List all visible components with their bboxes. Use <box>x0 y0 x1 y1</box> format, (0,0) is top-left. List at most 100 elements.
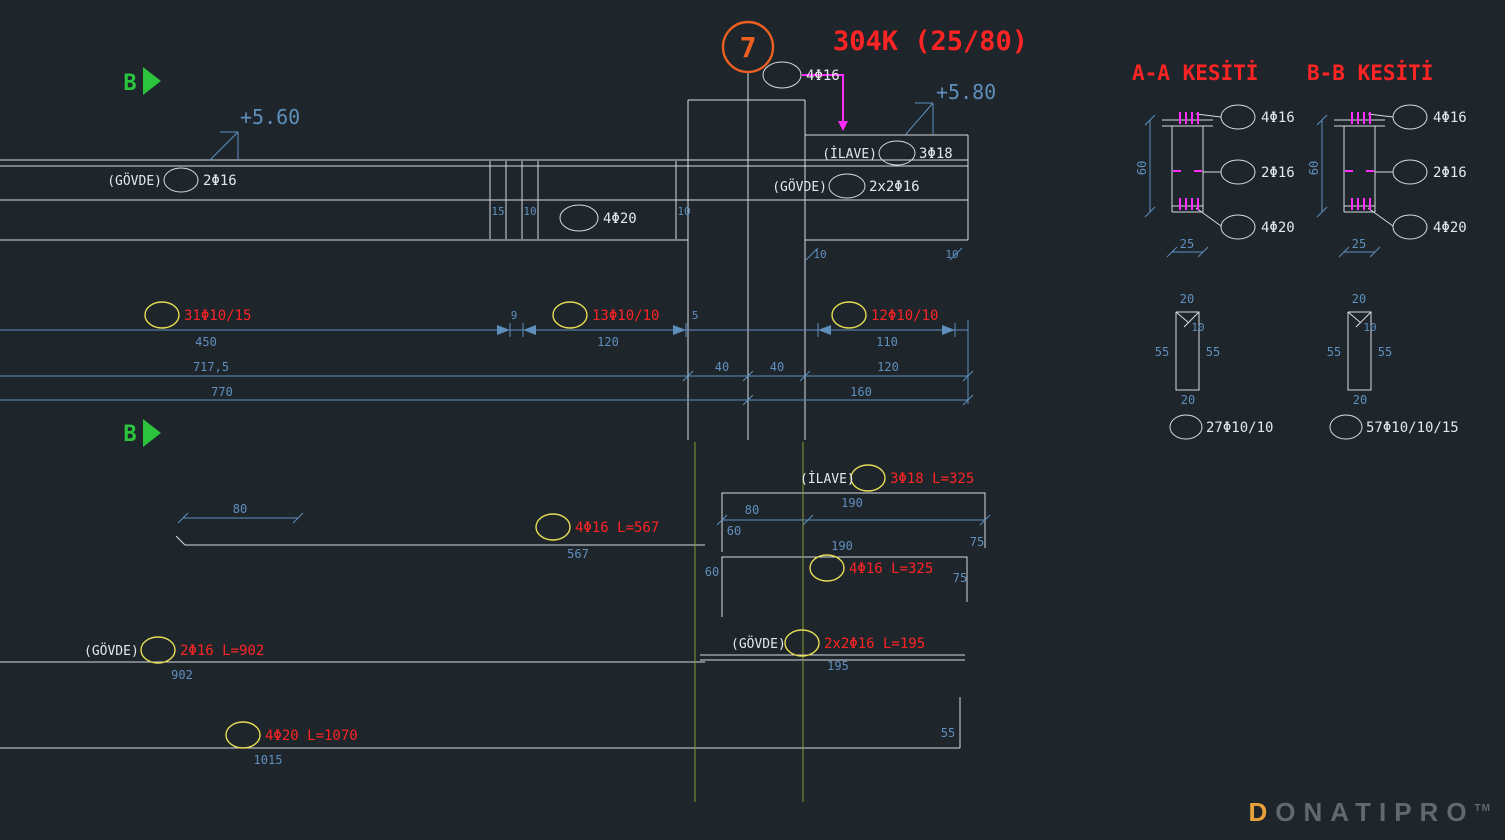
section-a-dim-height: 60 <box>1135 161 1149 175</box>
bar2-label: 3Φ18 L=325 <box>890 471 974 487</box>
stirrup-zone2-dim: 120 <box>597 335 619 349</box>
section-a-stirrup-bottom: 20 <box>1181 393 1195 407</box>
govde1-prefix: (GÖVDE) <box>107 172 162 189</box>
bar3-dim-60: 60 <box>705 565 719 579</box>
section-b-stirrup-hook: 10 <box>1363 321 1376 334</box>
bar6-length: 1015 <box>254 753 283 767</box>
section-a-stirrup-left: 55 <box>1155 345 1169 359</box>
section-marker-arrow-icon <box>143 419 161 447</box>
bar6-label: 4Φ20 L=1070 <box>265 728 358 744</box>
axis-bubble-icon <box>721 20 775 74</box>
dim-10c: 10 <box>813 248 826 261</box>
section-marker-top: B <box>123 67 161 96</box>
section-a-bar-top: 4Φ16 <box>1261 110 1295 126</box>
bottom-bar-label: 4Φ20 <box>603 211 637 227</box>
section-marker-top-label: B <box>123 71 136 96</box>
bar5-length: 902 <box>171 668 193 682</box>
level-symbol-left <box>209 131 239 161</box>
bar3-dim-75: 75 <box>953 571 967 585</box>
column-axis-lines <box>694 442 804 802</box>
bar5-prefix: (GÖVDE) <box>84 642 139 659</box>
ilave-prefix: (İLAVE) <box>822 146 877 162</box>
stirrup-label-ellipses <box>140 301 886 749</box>
govde1-bar: 2Φ16 <box>203 173 237 189</box>
axis-bubble-number: 7 <box>740 31 757 64</box>
stirrup-zone3-dim: 110 <box>876 335 898 349</box>
section-b-dim-width: 25 <box>1352 237 1366 251</box>
section-b-stirrup-top: 20 <box>1352 292 1366 306</box>
dim-gap1: 9 <box>511 309 518 322</box>
section-a-bar-mid: 2Φ16 <box>1261 165 1295 181</box>
section-a-title: A-A KESİTİ <box>1132 60 1258 85</box>
dim-770: 770 <box>211 385 233 399</box>
section-b-stirrup-right: 55 <box>1378 345 1392 359</box>
bar3-label: 4Φ16 L=325 <box>849 561 933 577</box>
ilave-bar: 3Φ18 <box>919 146 953 162</box>
bar2-dim-190: 190 <box>841 496 863 510</box>
section-b-title: B-B KESİTİ <box>1307 60 1433 85</box>
stirrup-zone1-label: 31Φ10/15 <box>184 308 251 324</box>
dim-120: 120 <box>877 360 899 374</box>
section-a-bar-bot: 4Φ20 <box>1261 220 1295 236</box>
level-left-value: +5.60 <box>240 105 300 129</box>
bar4-prefix: (GÖVDE) <box>731 635 786 652</box>
section-a-stirrup-top: 20 <box>1180 292 1194 306</box>
section-b-stirrup-count: 57Φ10/10/15 <box>1366 420 1459 436</box>
stirrup-zone2-label: 13Φ10/10 <box>592 308 659 324</box>
magenta-leader <box>802 74 848 131</box>
drawing-title: 304K (25/80) <box>833 26 1028 57</box>
bar2-dim-75: 75 <box>970 535 984 549</box>
rebar-detail-linework <box>0 492 986 749</box>
section-marker-bottom-label: B <box>123 422 136 447</box>
level-right-value: +5.80 <box>936 80 996 104</box>
watermark-logo: DONATIPROTM <box>1248 797 1491 828</box>
section-b-dim-height: 60 <box>1307 161 1321 175</box>
section-a-stirrup-count: 27Φ10/10 <box>1206 420 1273 436</box>
dim-10b: 10 <box>677 205 690 218</box>
watermark-d: D <box>1248 797 1276 827</box>
section-a-stirrup-right: 55 <box>1206 345 1220 359</box>
dim-717-5: 717,5 <box>193 360 229 374</box>
section-rebar-marks <box>1173 112 1374 210</box>
bar3-dim-190: 190 <box>831 539 853 553</box>
stirrup-zone1-dim: 450 <box>195 335 217 349</box>
bar4-length: 195 <box>827 659 849 673</box>
dim-gap2: 5 <box>692 309 699 322</box>
section-a-dim-width: 25 <box>1180 237 1194 251</box>
beam-elevation-linework <box>0 71 969 440</box>
dim-40b: 40 <box>770 360 784 374</box>
bar1-label: 4Φ16 L=567 <box>575 520 659 536</box>
rebar-label-ellipses <box>163 61 1428 440</box>
section-b-bar-top: 4Φ16 <box>1433 110 1467 126</box>
govde2-bar: 2x2Φ16 <box>869 179 920 195</box>
dimension-linework <box>0 114 1381 526</box>
bar2-prefix: (İLAVE) <box>800 471 855 487</box>
bar1-length: 567 <box>567 547 589 561</box>
level-symbol-right <box>905 102 934 135</box>
section-marker-bottom: B <box>123 419 161 447</box>
govde2-prefix: (GÖVDE) <box>772 178 827 195</box>
dim-10a: 10 <box>523 205 536 218</box>
bar2-dim-60: 60 <box>727 524 741 538</box>
top-bar-label: 4Φ16 <box>806 68 840 84</box>
bar4-label: 2x2Φ16 L=195 <box>824 636 925 652</box>
section-b-stirrup-bottom: 20 <box>1353 393 1367 407</box>
section-a-stirrup-hook: 10 <box>1191 321 1204 334</box>
stirrup-zone3-label: 12Φ10/10 <box>871 308 938 324</box>
section-b-stirrup-left: 55 <box>1327 345 1341 359</box>
dim-15: 15 <box>491 205 504 218</box>
section-b-bar-mid: 2Φ16 <box>1433 165 1467 181</box>
bar2-dim-80: 80 <box>745 503 759 517</box>
dim-10d: 10 <box>945 248 958 261</box>
section-linework <box>1162 113 1394 391</box>
watermark-tm: TM <box>1474 803 1491 814</box>
bar1-dim-80: 80 <box>233 502 247 516</box>
watermark-text: ONATIPRO <box>1275 797 1475 827</box>
dim-40a: 40 <box>715 360 729 374</box>
section-b-bar-bot: 4Φ20 <box>1433 220 1467 236</box>
dim-160: 160 <box>850 385 872 399</box>
section-marker-arrow-icon <box>143 67 161 95</box>
bar6-hook-dim: 55 <box>941 726 955 740</box>
